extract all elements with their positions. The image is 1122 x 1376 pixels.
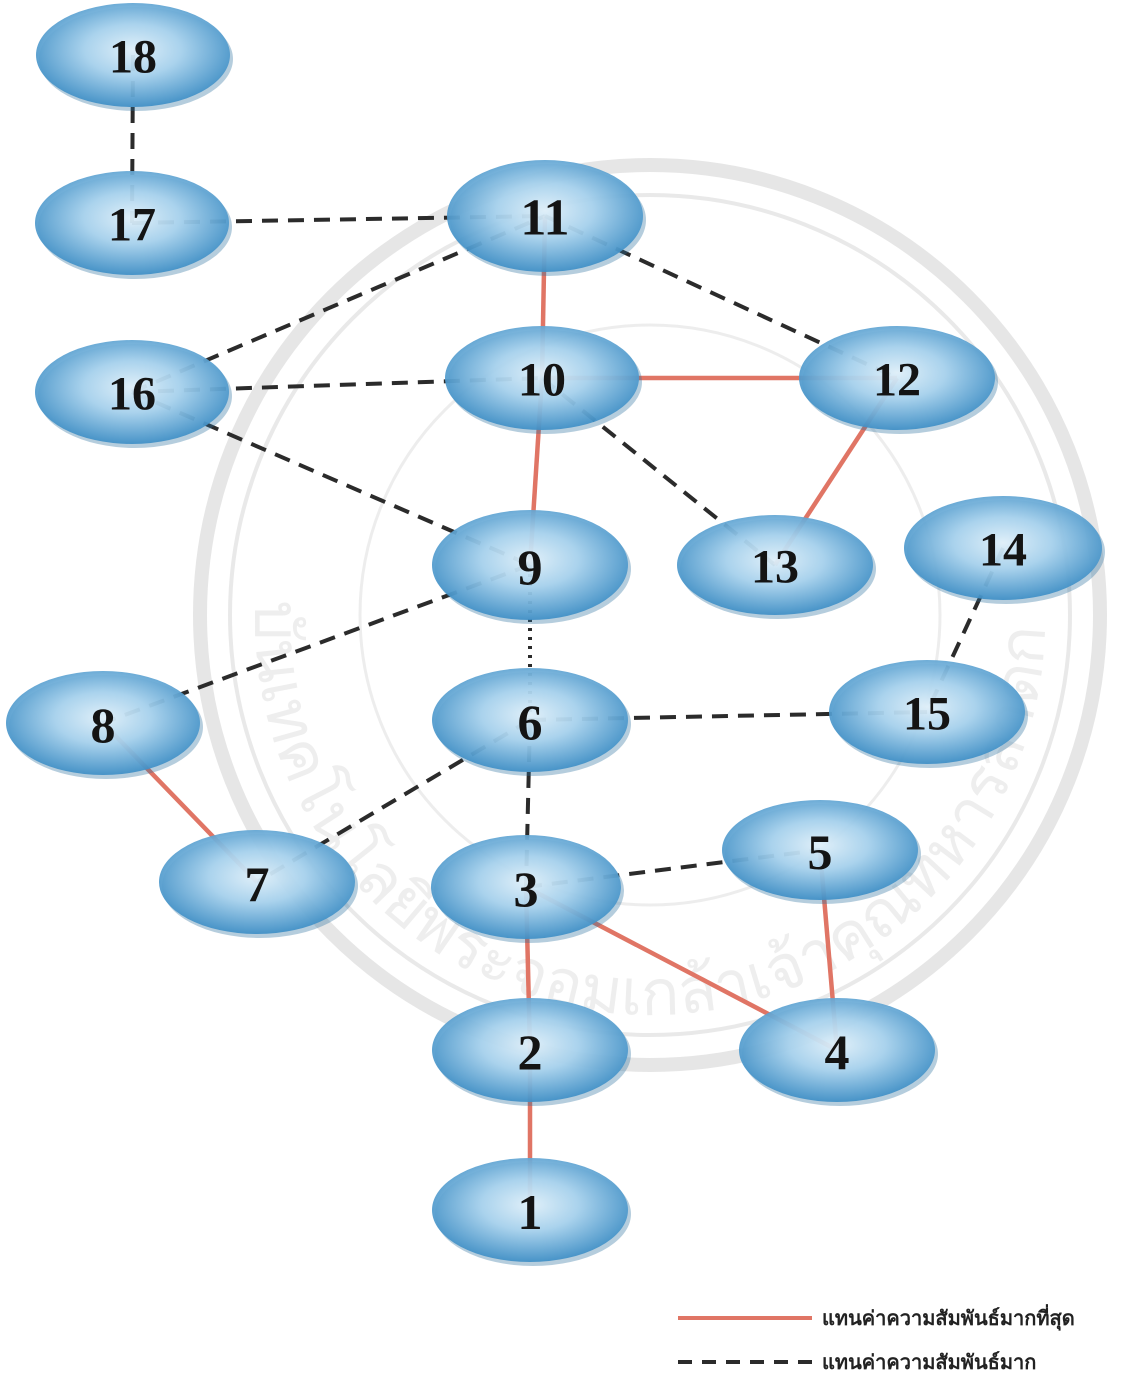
node-ellipse [35,340,229,444]
node-4: 4 [739,998,938,1106]
node-16: 16 [35,340,232,448]
node-13: 13 [677,515,876,619]
legend-dashed-label: แทนค่าความสัมพันธ์มาก [822,1350,1036,1374]
node-label: 5 [808,824,833,880]
node-7: 7 [159,830,358,938]
node-label: 4 [825,1024,850,1080]
node-ellipse [447,160,643,272]
node-6: 6 [432,668,631,776]
node-5: 5 [722,800,921,904]
node-label: 10 [518,354,566,407]
node-label: 15 [903,688,951,741]
node-ellipse [904,496,1102,600]
node-ellipse [829,660,1025,764]
node-ellipse [159,830,355,934]
legend-solid-label: แทนค่าความสัมพันธ์มากที่สุด [822,1303,1075,1331]
node-ellipse [36,3,230,107]
node-label: 1 [518,1184,543,1240]
node-label: 3 [514,861,539,917]
node-12: 12 [799,326,998,434]
node-label: 6 [518,694,543,750]
node-ellipse [677,515,873,615]
node-label: 17 [108,199,156,252]
node-label: 12 [873,354,921,407]
node-3: 3 [431,835,624,943]
node-ellipse [432,998,628,1102]
node-1: 1 [432,1158,631,1266]
node-label: 16 [108,368,156,421]
node-18: 18 [36,3,233,111]
node-label: 2 [518,1024,543,1080]
node-8: 8 [6,671,203,779]
node-ellipse [445,326,639,430]
node-label: 11 [520,190,569,247]
node-label: 18 [109,31,157,84]
node-14: 14 [904,496,1105,604]
legend: แทนค่าความสัมพันธ์มากที่สุด แทนค่าความสั… [678,1303,1075,1374]
node-11: 11 [447,160,646,276]
edge-16-9 [131,390,531,567]
node-9: 9 [432,510,631,624]
node-ellipse [432,668,628,772]
node-15: 15 [829,660,1028,768]
node-label: 7 [245,856,270,912]
node-ellipse [722,800,918,900]
node-10: 10 [445,326,642,434]
node-ellipse [739,998,935,1102]
node-label: 14 [979,524,1027,577]
node-ellipse [35,171,229,275]
node-ellipse [431,835,621,939]
node-ellipse [799,326,995,430]
node-label: 9 [518,539,543,595]
nodes-layer: 18 17 16 11 10 12 9 13 14 8 6 15 7 3 5 2 4 1 [6,3,1105,1266]
node-label: 13 [751,541,799,594]
node-2: 2 [432,998,631,1106]
node-17: 17 [35,171,232,279]
node-ellipse [432,510,628,620]
node-ellipse [432,1158,628,1262]
node-label: 8 [91,697,116,753]
node-ellipse [6,671,200,775]
